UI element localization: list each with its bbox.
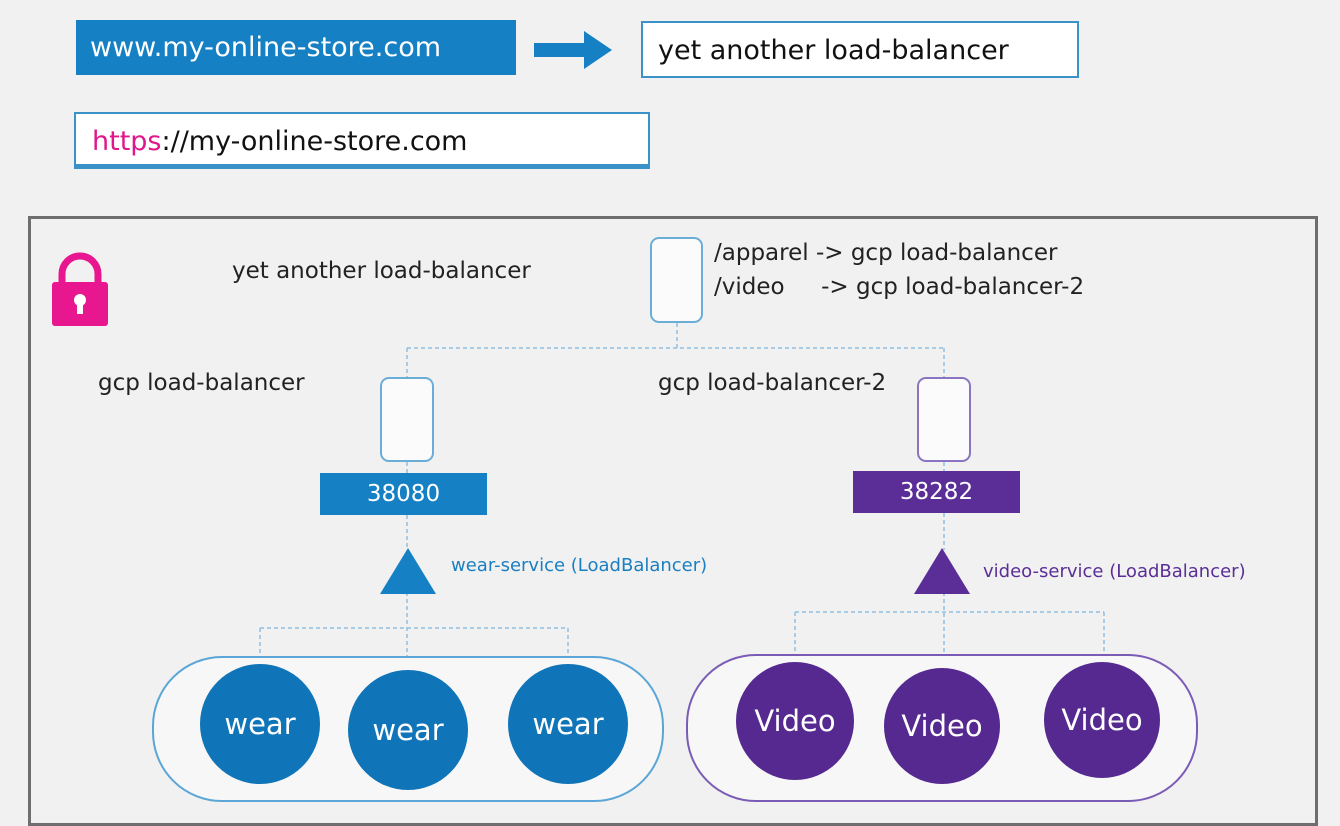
target-lb-box: yet another load-balancer (641, 21, 1079, 78)
top-lb-label: yet another load-balancer (232, 258, 531, 284)
https-url-box: https://my-online-store.com (74, 112, 650, 169)
wear-pod: wear (508, 664, 628, 784)
https-scheme-text: https (92, 126, 162, 157)
video-pod: Video (1044, 662, 1160, 778)
https-rest-text: ://my-online-store.com (161, 126, 468, 157)
right-lb-node (917, 377, 971, 462)
left-lb-node (380, 377, 434, 462)
pod-label: wear (372, 713, 444, 747)
domain-url-text: www.my-online-store.com (90, 32, 442, 63)
wear-pod: wear (348, 670, 468, 790)
target-lb-text: yet another load-balancer (658, 35, 1009, 66)
left-service-label: wear-service (LoadBalancer) (451, 555, 708, 576)
lock-icon (52, 252, 108, 326)
arrow-right-icon (534, 31, 612, 69)
right-service-label: video-service (LoadBalancer) (983, 561, 1246, 582)
pod-label: Video (1061, 703, 1143, 737)
top-lb-node (650, 237, 703, 323)
triangle-service-icon (380, 548, 436, 594)
left-port-badge: 38080 (320, 473, 487, 515)
wear-pod: wear (200, 664, 320, 784)
right-lb-label: gcp load-balancer-2 (658, 370, 887, 396)
route-rule-video: /video -> gcp load-balancer-2 (714, 274, 1085, 300)
triangle-service-icon (914, 548, 970, 594)
pod-label: Video (901, 709, 983, 743)
left-lb-label: gcp load-balancer (98, 370, 305, 396)
route-rule-apparel: /apparel -> gcp load-balancer (714, 240, 1058, 266)
pod-label: wear (532, 707, 604, 741)
right-port-badge: 38282 (853, 471, 1020, 513)
video-pod: Video (736, 662, 854, 780)
video-pod: Video (884, 668, 1000, 784)
domain-url-box: www.my-online-store.com (76, 20, 516, 75)
pod-label: wear (224, 707, 296, 741)
pod-label: Video (754, 704, 836, 738)
